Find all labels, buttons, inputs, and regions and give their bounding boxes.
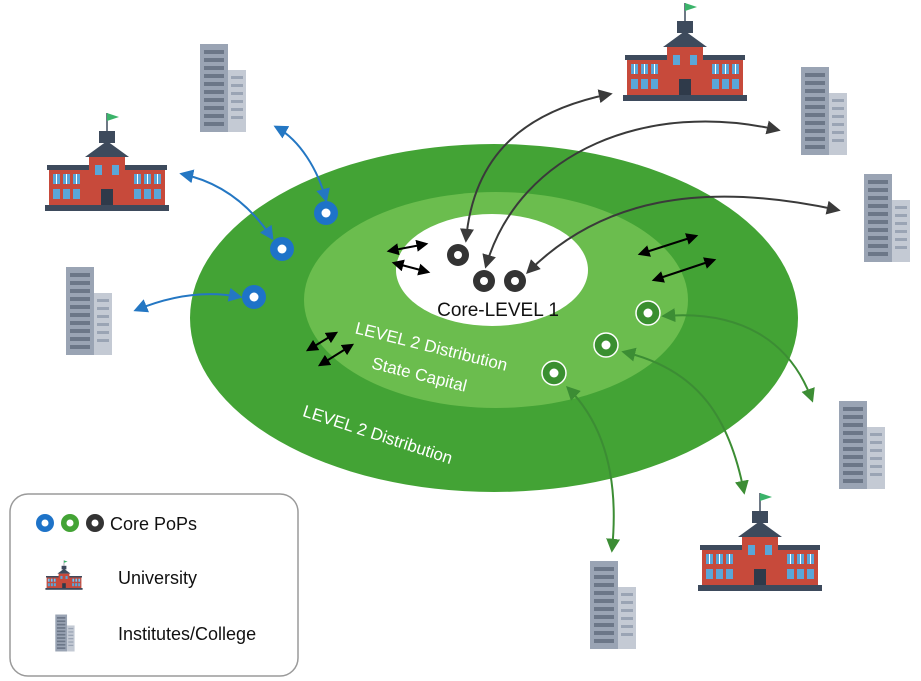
dark-arrow-building-top-right	[482, 120, 781, 269]
legend-core-pops-label: Core PoPs	[110, 514, 197, 534]
core-pop-green-3	[541, 360, 567, 386]
core-pop-blue-2	[270, 237, 294, 261]
green-arrow-building-right	[661, 308, 815, 403]
blue-arrow-university-left	[179, 169, 274, 241]
blue-arrow-building-top	[273, 125, 330, 203]
green-arrow-university-bottom-right	[621, 347, 749, 495]
institute-building-icon	[200, 44, 246, 132]
core-pop-green-1	[635, 300, 661, 326]
university-icon	[697, 492, 823, 592]
core-level-label: Core-LEVEL 1	[437, 300, 559, 321]
institute-building-icon	[801, 67, 847, 155]
green-arrow-building-bottom	[566, 386, 621, 553]
core-pop-blue-1	[314, 201, 338, 225]
institute-building-icon	[839, 401, 885, 489]
core-pop-blue-3	[242, 285, 266, 309]
institute-building-icon	[66, 267, 112, 355]
university-icon	[622, 2, 748, 102]
institute-building-icon	[590, 561, 636, 649]
legend-box	[9, 493, 299, 677]
legend: Core PoPs University Institutes/College	[9, 493, 299, 677]
core-pop-dark-2	[473, 270, 495, 292]
institute-building-icon	[864, 174, 910, 262]
legend-institutes-label: Institutes/College	[118, 624, 256, 644]
university-icon	[44, 112, 170, 212]
core-pop-green-2	[593, 332, 619, 358]
blue-arrow-building-left	[133, 287, 243, 313]
core-pop-dark-1	[447, 244, 469, 266]
legend-university-label: University	[118, 568, 197, 588]
core-pop-dark-3	[504, 270, 526, 292]
core-pop-icon	[36, 514, 104, 532]
exchange-arrows-left-core	[386, 239, 431, 276]
exchange-arrows-left-middle	[305, 331, 355, 367]
dark-arrow-building-right	[526, 195, 841, 274]
